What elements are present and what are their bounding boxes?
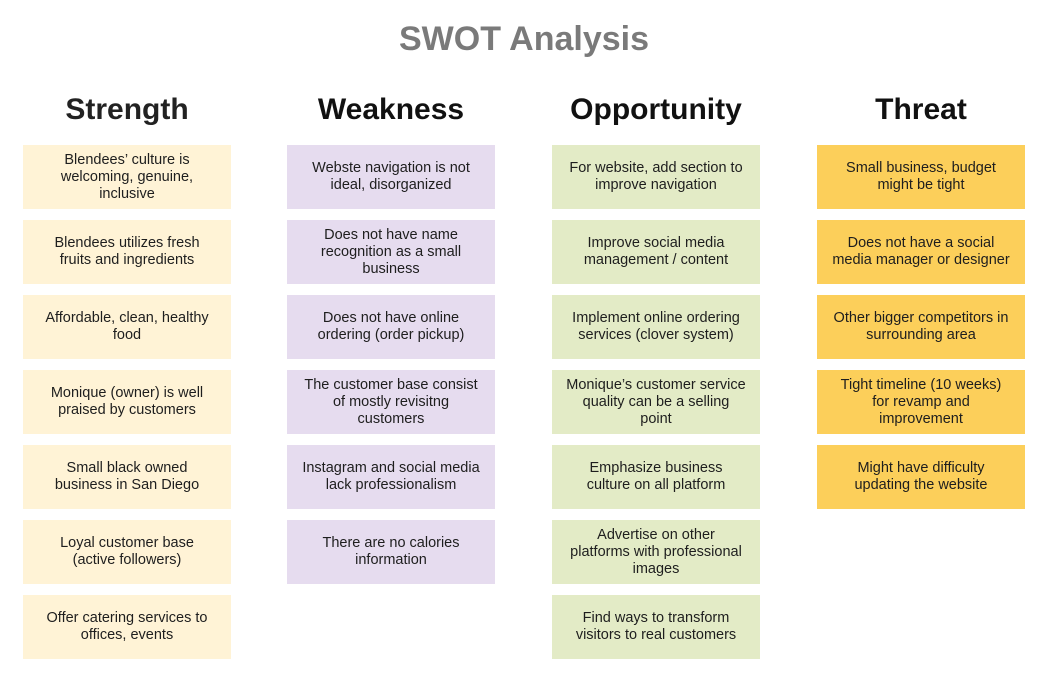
opportunity-card: For website, add section to improve navi… [552,145,760,209]
opportunity-card: Find ways to transform visitors to real … [552,595,760,659]
strength-heading: Strength [65,93,189,126]
page-title: SWOT Analysis [398,20,650,58]
opportunity-card: Monique’s customer service quality can b… [552,370,760,434]
strength-card: Blendees utilizes fresh fruits and ingre… [23,220,231,284]
strength-card: Blendees’ culture is welcoming, genuine,… [23,145,231,209]
weakness-card: Instagram and social media lack professi… [287,445,495,509]
strength-card: Loyal customer base (active followers) [23,520,231,584]
opportunity-card: Advertise on other platforms with profes… [552,520,760,584]
strength-card: Monique (owner) is well praised by custo… [23,370,231,434]
weakness-heading: Weakness [317,93,465,126]
threat-card: Tight timeline (10 weeks) for revamp and… [817,370,1025,434]
threat-card: Might have difficulty updating the websi… [817,445,1025,509]
strength-card: Small black owned business in San Diego [23,445,231,509]
opportunity-heading: Opportunity [570,93,742,126]
strength-card: Offer catering services to offices, even… [23,595,231,659]
threat-card: Other bigger competitors in surrounding … [817,295,1025,359]
weakness-card: The customer base consist of mostly revi… [287,370,495,434]
threat-heading: Threat [875,93,967,126]
opportunity-card: Implement online ordering services (clov… [552,295,760,359]
weakness-card: Does not have online ordering (order pic… [287,295,495,359]
weakness-card: Webste navigation is not ideal, disorgan… [287,145,495,209]
opportunity-card: Improve social media management / conten… [552,220,760,284]
strength-column: Strength Blendees’ culture is welcoming,… [23,90,231,670]
weakness-card: There are no calories information [287,520,495,584]
weakness-column: Weakness Webste navigation is not ideal,… [287,90,495,595]
weakness-card: Does not have name recognition as a smal… [287,220,495,284]
threat-card: Does not have a social media manager or … [817,220,1025,284]
threat-column: Threat Small business, budget might be t… [817,90,1025,520]
strength-card: Affordable, clean, healthy food [23,295,231,359]
threat-card: Small business, budget might be tight [817,145,1025,209]
opportunity-column: Opportunity For website, add section to … [552,90,760,670]
opportunity-card: Emphasize business culture on all platfo… [552,445,760,509]
